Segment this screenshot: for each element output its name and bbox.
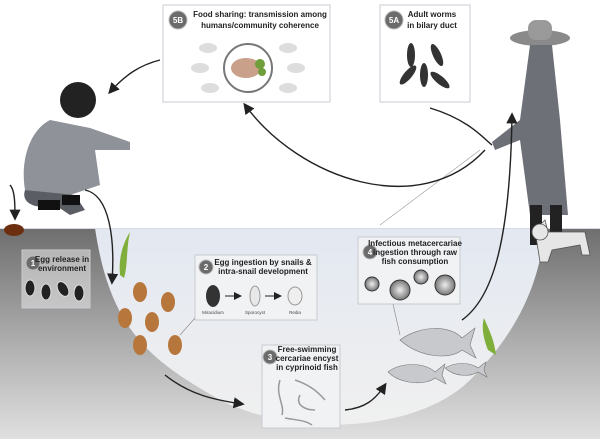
step-5b-title: Food sharing: transmission among	[193, 10, 327, 19]
step-1-title: Egg release in	[35, 255, 89, 264]
cercariae-icon	[277, 379, 326, 426]
squatting-person-icon	[23, 82, 130, 215]
feces-icon	[4, 224, 24, 236]
hands-icon	[191, 43, 305, 93]
fishing-line	[379, 149, 481, 226]
step-4-box: 4 Infectious metacercariae ingestion thr…	[357, 236, 462, 336]
fisherman-icon	[492, 20, 570, 245]
adult-worms-icon	[399, 43, 450, 89]
arrow-snails-to-cercariae	[164, 374, 245, 409]
metacercariae-icon	[364, 269, 456, 301]
arrow-5a-link	[429, 107, 493, 146]
step-badge-label: 2	[204, 263, 209, 272]
snails-icon	[118, 282, 182, 355]
step-3-line3: in cyprinoid fish	[276, 363, 338, 372]
step-5b-subtitle: humans/community coherence	[201, 21, 319, 30]
arrow-eggs-to-snails	[84, 189, 119, 285]
step-5a-title: Adult worms	[408, 10, 457, 19]
step-1-box: 1 Egg release in environment	[21, 249, 91, 309]
stage-label-miracidium: Miracidium	[202, 310, 224, 315]
arrow-5b-to-human	[108, 59, 161, 95]
grass-icon	[119, 232, 130, 278]
step-badge-label: 5A	[389, 16, 399, 25]
grass-icon	[482, 318, 496, 355]
step-badge-label: 1	[31, 259, 36, 268]
step-4-line3: fish consumption	[382, 257, 449, 266]
step-badge-label: 4	[368, 248, 373, 257]
arrow-feces	[9, 184, 21, 221]
cat-icon	[531, 219, 591, 263]
step-1-subtitle: environment	[38, 264, 86, 273]
step-3-line2: cercariae encyst	[276, 354, 339, 363]
sporocyst-icon	[249, 285, 261, 307]
eggs-icon	[24, 279, 85, 302]
step-5a-subtitle: in bilary duct	[407, 21, 457, 30]
step-5a-box: 5A Adult worms in bilary duct	[379, 4, 471, 103]
step-2-title: Egg ingestion by snails &	[214, 258, 312, 267]
step-3-title: Free-swimming	[278, 345, 337, 354]
fish-icon	[387, 327, 488, 385]
step-2-subtitle: intra-snail development	[218, 267, 308, 276]
redia-icon	[287, 286, 303, 306]
step-badge-label: 3	[268, 353, 273, 362]
step-2-box: 2 Egg ingestion by snails & intra-snail …	[179, 254, 318, 336]
step-5b-box: 5B Food sharing: transmission among huma…	[162, 4, 331, 103]
step-badge-label: 5B	[173, 16, 183, 25]
step-3-box: 3 Free-swimming cercariae encyst in cypr…	[261, 344, 341, 429]
arrow-fish-to-fisherman	[461, 112, 518, 321]
water-surface	[0, 228, 600, 229]
stage-label-redia: Redia	[289, 310, 301, 315]
step-4-title: Infectious metacercariae	[368, 239, 462, 248]
stage-label-sporocyst: Sporocyst	[245, 310, 266, 315]
miracidium-icon	[206, 285, 220, 307]
arrow-cercariae-to-fish	[344, 382, 387, 411]
arrow-fisherman-to-5b	[243, 102, 486, 187]
step-4-line2: ingestion through raw	[373, 248, 458, 257]
step-badge	[168, 10, 188, 30]
